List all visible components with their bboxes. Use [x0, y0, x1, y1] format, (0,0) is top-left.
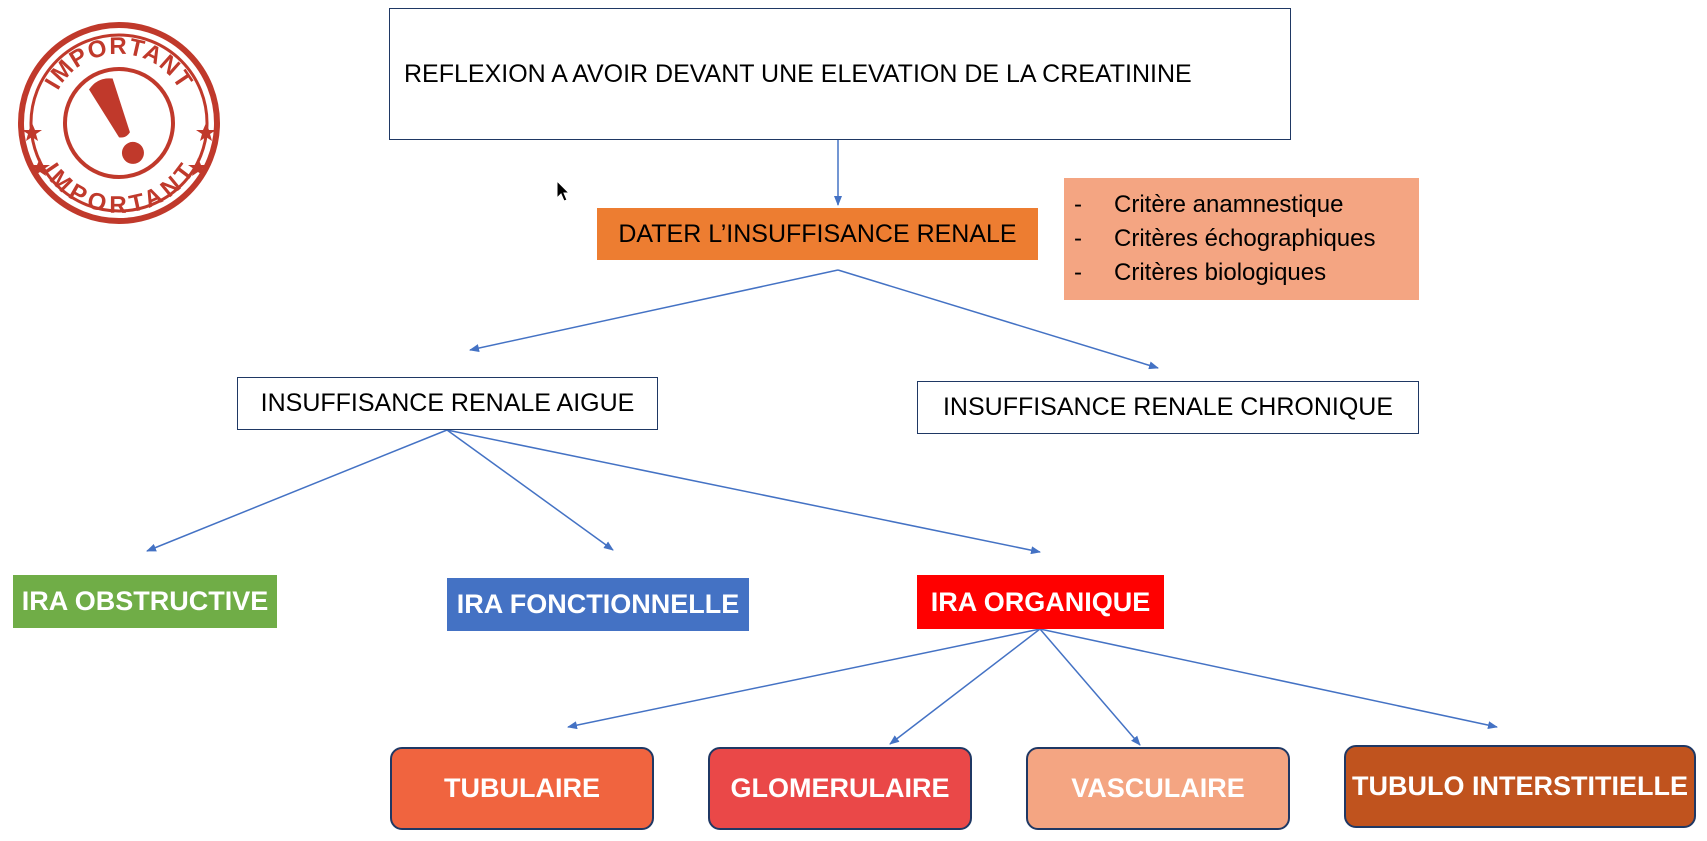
interstitial-box: TUBULO INTERSTITIELLE [1344, 745, 1696, 828]
interstitial-text: TUBULO INTERSTITIELLE [1352, 771, 1688, 801]
criteria-item: - Critère anamnestique [1074, 191, 1344, 218]
criteria-item: - Critères biologiques [1074, 259, 1327, 286]
bullet-dash: - [1074, 259, 1082, 286]
edge-organic-to-tubular [567, 628, 1041, 730]
chronic-box: INSUFFISANCE RENALE CHRONIQUE [917, 381, 1419, 434]
ira-functional-text: IRA FONCTIONNELLE [456, 589, 740, 619]
edge-acute-to-obstructive [146, 429, 448, 552]
ira-obstructive-text: IRA OBSTRUCTIVE [21, 586, 269, 616]
acute-text: INSUFFISANCE RENALE AIGUE [260, 389, 635, 417]
edge-organic-to-vascular [1039, 628, 1141, 746]
title-text: REFLEXION A AVOIR DEVANT UNE ELEVATION D… [404, 59, 1192, 88]
tubular-text: TUBULAIRE [444, 773, 600, 803]
bullet-dash: - [1074, 191, 1082, 218]
glomerular-box: GLOMERULAIRE [708, 747, 972, 830]
mouse-cursor-icon [556, 180, 570, 202]
chronic-text: INSUFFISANCE RENALE CHRONIQUE [942, 393, 1394, 421]
edge-organic-to-glomerular [889, 628, 1041, 745]
vascular-box: VASCULAIRE [1026, 747, 1290, 830]
criteria-box: - Critère anamnestique - Critères échogr… [1064, 178, 1419, 300]
vascular-text: VASCULAIRE [1071, 773, 1245, 803]
ira-organic-text: IRA ORGANIQUE [930, 586, 1151, 617]
criteria-item: - Critères échographiques [1074, 225, 1376, 252]
edge-acute-to-organic [446, 429, 1041, 555]
acute-box: INSUFFISANCE RENALE AIGUE [237, 377, 658, 430]
edge-step-to-acute [469, 269, 839, 352]
glomerular-text: GLOMERULAIRE [730, 773, 950, 803]
edge-acute-to-functional [446, 429, 614, 551]
tubular-box: TUBULAIRE [390, 747, 654, 830]
important-stamp-icon: IMPORTANT IMPORTANT [18, 22, 220, 224]
ira-functional-box: IRA FONCTIONNELLE [447, 578, 749, 631]
title-box: REFLEXION A AVOIR DEVANT UNE ELEVATION D… [389, 8, 1291, 140]
bullet-dash: - [1074, 225, 1082, 252]
edge-organic-to-interstitial [1039, 628, 1498, 730]
step-box: DATER L’INSUFFISANCE RENALE [597, 208, 1038, 260]
ira-organic-box: IRA ORGANIQUE [917, 575, 1164, 629]
ira-obstructive-box: IRA OBSTRUCTIVE [13, 575, 277, 628]
step-text: DATER L’INSUFFISANCE RENALE [618, 219, 1017, 248]
edge-step-to-chronic [837, 269, 1159, 370]
